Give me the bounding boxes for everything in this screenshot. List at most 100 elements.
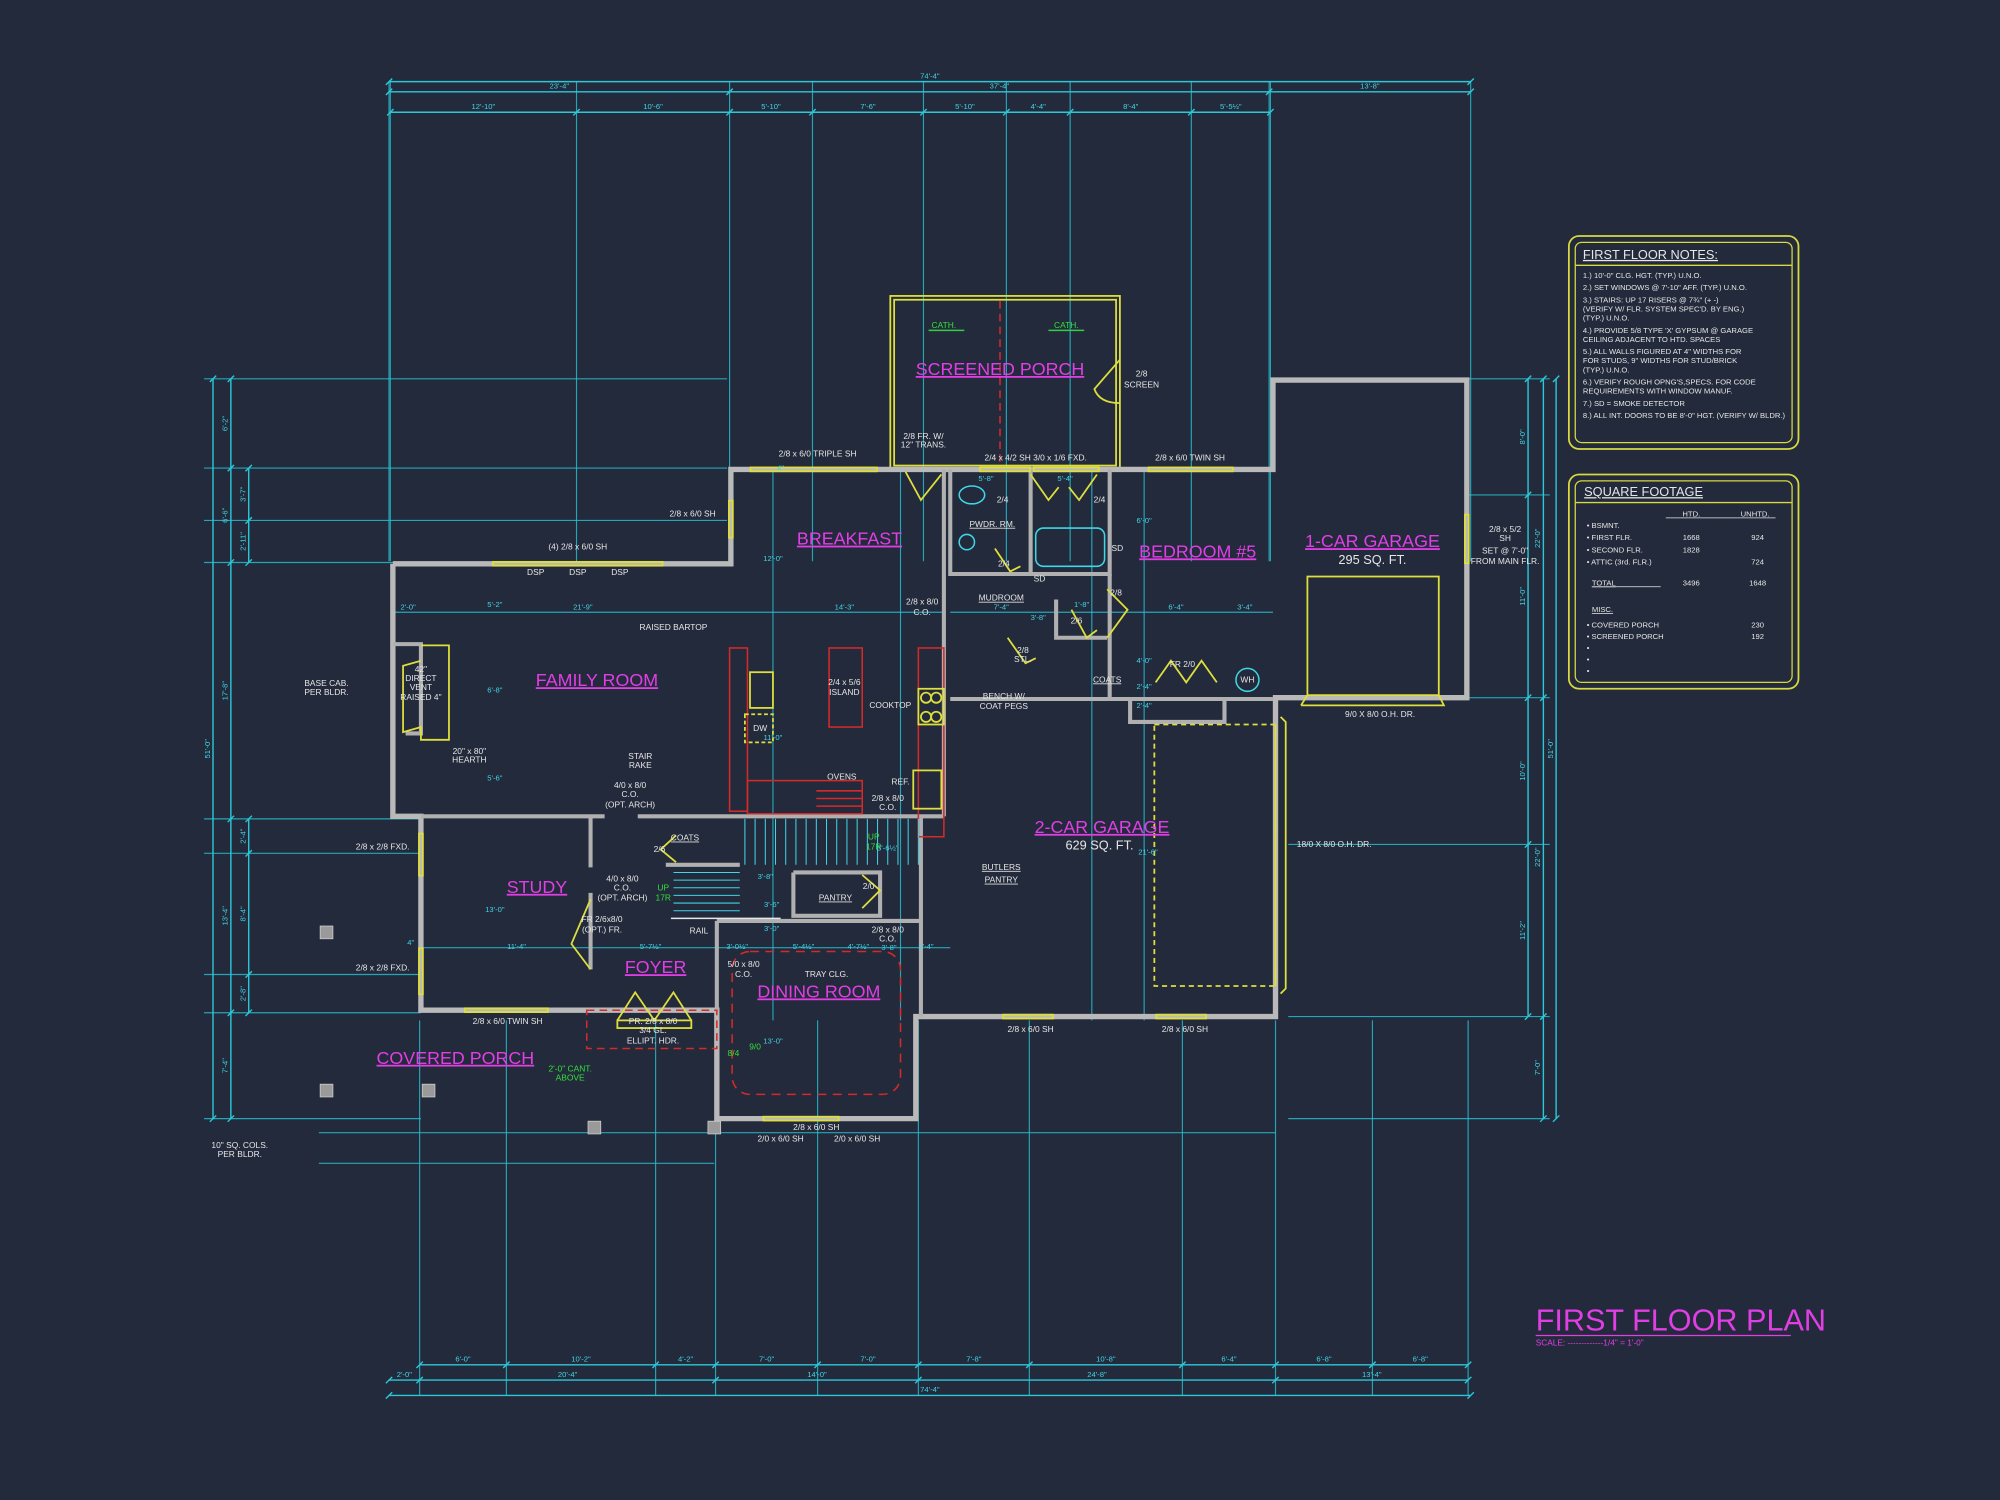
room-area-2-car-garage: 629 SQ. FT. — [1065, 837, 1133, 852]
dim-left-mid-tick — [227, 1114, 235, 1123]
sqft-col-unhtd: UNHTD. — [1741, 510, 1770, 519]
plan-note: OVENS — [827, 771, 857, 781]
plan-note: 2/0 — [863, 881, 875, 891]
dim-top-detail-tick — [386, 108, 394, 116]
room-label-mudroom: MUDROOM — [979, 593, 1024, 603]
dim-left-mid-tick — [227, 464, 235, 472]
dim-left-inner-a-tick — [245, 464, 253, 472]
plan-note: TRAY CLG. — [805, 969, 849, 979]
dim-top-detail-label: 4'-4" — [1031, 102, 1047, 111]
dim-bottom-mid-label: 14'-0" — [807, 1370, 827, 1379]
dim-top-mid-tick — [385, 88, 393, 96]
interior-dimension: 3'-0" — [764, 924, 780, 933]
dim-top-detail-label: 5'-10" — [955, 102, 975, 111]
dim-top-overall-tick — [1466, 77, 1475, 86]
dim-top-overall-label: 74'-4" — [920, 71, 940, 80]
plan-note: BENCH W/ — [983, 691, 1026, 701]
dim-bottom-mid-label: 2'-0" — [397, 1370, 413, 1379]
window — [418, 832, 424, 877]
door-swing — [1006, 637, 1037, 665]
plan-note: DSP — [527, 567, 545, 577]
window — [1002, 1013, 1054, 1020]
interior-dimension: 6'-0" — [1137, 516, 1153, 525]
plan-note: 2/0 x 6/0 SH — [834, 1134, 880, 1144]
dim-left-overall-tick — [209, 375, 217, 383]
plan-note: C.O. — [914, 607, 931, 617]
plan-note: PER BLDR. — [304, 687, 348, 697]
sqft-misc-label: • SCREENED PORCH — [1587, 632, 1664, 641]
interior-dimension: 3'-8" — [758, 872, 774, 881]
plan-note: ISLAND — [829, 687, 859, 697]
dim-bottom-overall-label: 74'-4" — [920, 1385, 940, 1394]
interior-dimension: 3'-8" — [1031, 613, 1047, 622]
room-label-breakfast: BREAKFAST — [797, 529, 902, 549]
porch-column — [707, 1120, 722, 1135]
door-swing — [570, 898, 592, 970]
plan-note: 2/4 — [998, 558, 1010, 568]
plan-note: VENT — [410, 682, 432, 692]
plan-note: RAISED BARTOP — [640, 622, 708, 632]
dim-right-inner-tick — [1524, 840, 1532, 849]
dim-bottom-detail-tick — [415, 1361, 424, 1369]
plan-note: DIRECT — [405, 673, 436, 683]
note-line: REQUIREMENTS WITH WINDOW MANUF. — [1583, 387, 1732, 396]
room-label-dining-room: DINING ROOM — [757, 981, 880, 1001]
interior-dimension: 2'-4" — [1137, 701, 1153, 710]
dim-bottom-detail-tick — [1271, 1361, 1280, 1369]
plan-note: 2/0 x 6/0 SH — [757, 1134, 803, 1144]
dim-top-detail-tick — [1002, 108, 1011, 116]
dim-left-inner-b-label: 2'-4" — [239, 828, 248, 844]
sqft-misc-label: • — [1587, 644, 1590, 653]
dim-right-overall-label: 51'-0" — [1546, 739, 1555, 759]
plan-note: COOKTOP — [869, 700, 911, 710]
plan-note: DSP — [611, 567, 629, 577]
drawing-title: FIRST FLOOR PLAN — [1536, 1303, 1826, 1337]
plan-note: 2/8 — [1110, 588, 1122, 598]
window — [1147, 466, 1234, 473]
interior-dimension: 3'-8" — [881, 943, 897, 952]
plan-note: 2/8 x 6/0 SH — [793, 1122, 839, 1132]
interior-dimension: 2'-4" — [918, 942, 934, 951]
dim-left-mid-label: 6'-6" — [221, 507, 230, 523]
interior-walls — [392, 469, 1273, 1017]
dim-bottom-detail-tick — [1368, 1361, 1377, 1369]
dim-left-mid-label: 6'-2" — [221, 416, 230, 432]
sqft-heading: SQUARE FOOTAGE — [1584, 484, 1703, 499]
plan-note: RAISED 4" — [400, 692, 441, 702]
interior-dimension: 3'-6" — [764, 900, 780, 909]
sqft-row-unhtd: 924 — [1751, 533, 1764, 542]
stairs — [670, 818, 919, 920]
dim-bottom-overall-tick — [385, 1391, 393, 1400]
room-label-study: STUDY — [507, 877, 568, 897]
dim-bottom-mid-tick — [914, 1376, 923, 1384]
interior-dimension: 3'-0½" — [726, 942, 748, 951]
dim-top-mid-label: 37'-4" — [990, 82, 1010, 91]
interior-dimension: 3'-6½" — [877, 844, 899, 853]
dim-left-mid-label: 17'-8" — [221, 681, 230, 701]
door-swing — [1068, 473, 1098, 502]
interior-dimension: 7'-4" — [994, 603, 1010, 612]
plan-note: SCREEN — [1124, 380, 1159, 390]
dim-top-mid-label: 13'-8" — [1360, 82, 1380, 91]
sqft-row-label: • BSMNT. — [1587, 521, 1620, 530]
plan-note: 2/8 FR. W/ — [903, 431, 944, 441]
dim-bottom-detail-tick — [502, 1361, 511, 1369]
plan-note: 2/8 x 2/8 FXD. — [356, 841, 410, 851]
sqft-misc-heading: MISC. — [1592, 605, 1613, 614]
sqft-row-label: • FIRST FLR. — [1587, 533, 1632, 542]
green-note: CATH. — [932, 320, 957, 330]
note-line: FOR STUDS, 9" WIDTHS FOR STUD/BRICK — [1583, 356, 1738, 365]
dim-bottom-detail-label: 6'-8" — [1413, 1355, 1429, 1364]
dim-left-inner-b-tick — [245, 815, 253, 823]
dim-left-inner-b-tick — [245, 970, 253, 979]
interior-dimension: 5'-2" — [487, 600, 503, 609]
dim-top-mid-tick — [725, 88, 734, 96]
plan-note: BASE CAB. — [304, 678, 348, 688]
plan-note: 2/8 x 5/2 — [1489, 524, 1522, 534]
plan-note: 2/4 x 4/2 SH 3/0 x 1/6 FXD. — [985, 452, 1087, 462]
dim-left-inner-a-label: 3'-7" — [239, 486, 248, 502]
plan-note: RAKE — [629, 760, 652, 770]
plan-note: REF. — [891, 776, 909, 786]
room-label-family-room: FAMILY ROOM — [536, 670, 658, 690]
front-door — [616, 1019, 693, 1029]
